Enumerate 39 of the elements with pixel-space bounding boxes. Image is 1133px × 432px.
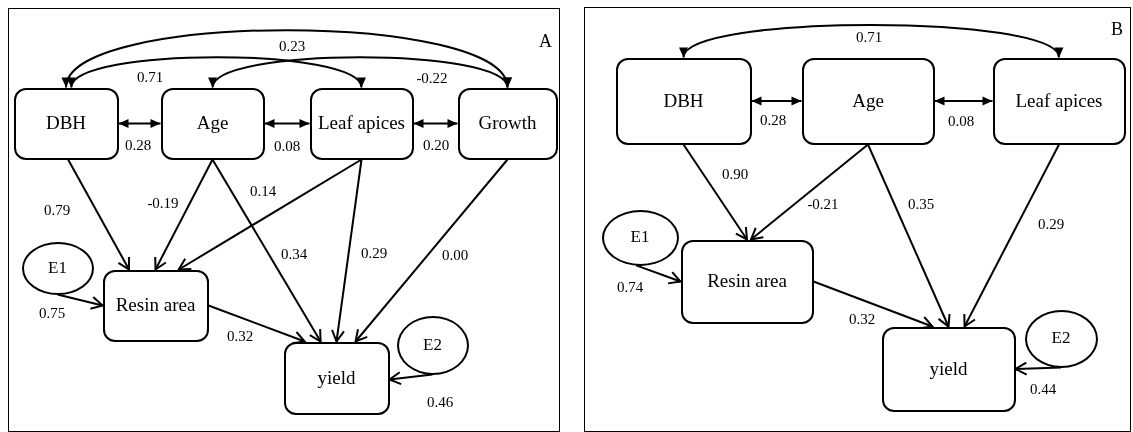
arrow	[354, 158, 509, 343]
arrow	[154, 158, 214, 271]
arrow	[211, 158, 322, 343]
arrow	[177, 158, 363, 271]
panel-frame	[584, 7, 1131, 432]
panel-letter: B	[1111, 19, 1123, 40]
variable-box: Age	[801, 57, 935, 145]
error-ellipse: E2	[396, 315, 469, 375]
variable-box: Age	[160, 87, 265, 160]
variable-box: Leaf apices	[309, 87, 414, 160]
arrow	[867, 143, 951, 328]
variable-box: DBH	[615, 57, 752, 145]
error-ellipse: E1	[601, 209, 679, 266]
arrow	[388, 371, 434, 386]
variable-box: yield	[283, 341, 390, 415]
variable-box: Resin area	[680, 239, 814, 324]
arrow	[67, 158, 130, 271]
arrow	[635, 264, 682, 285]
arrow	[56, 293, 104, 310]
variable-box: yield	[881, 326, 1016, 412]
panel-letter: A	[539, 31, 552, 52]
double-headed-arrow	[117, 119, 162, 128]
double-headed-arrow	[750, 96, 803, 106]
arrow	[1014, 361, 1062, 376]
error-ellipse: E2	[1024, 309, 1098, 368]
arrow	[682, 143, 748, 241]
double-headed-arrow	[933, 96, 994, 106]
arrow	[331, 158, 363, 343]
variable-box: Growth	[457, 87, 558, 160]
variable-box: Leaf apices	[992, 57, 1126, 145]
arrow	[963, 143, 1060, 328]
error-ellipse: E1	[21, 241, 94, 295]
arrow	[750, 143, 869, 241]
double-headed-arrow	[211, 56, 509, 89]
panel-frame	[8, 8, 560, 432]
double-headed-arrow	[412, 119, 459, 128]
variable-box: DBH	[13, 87, 119, 160]
double-headed-arrow	[263, 119, 311, 128]
variable-box: Resin area	[102, 269, 209, 342]
